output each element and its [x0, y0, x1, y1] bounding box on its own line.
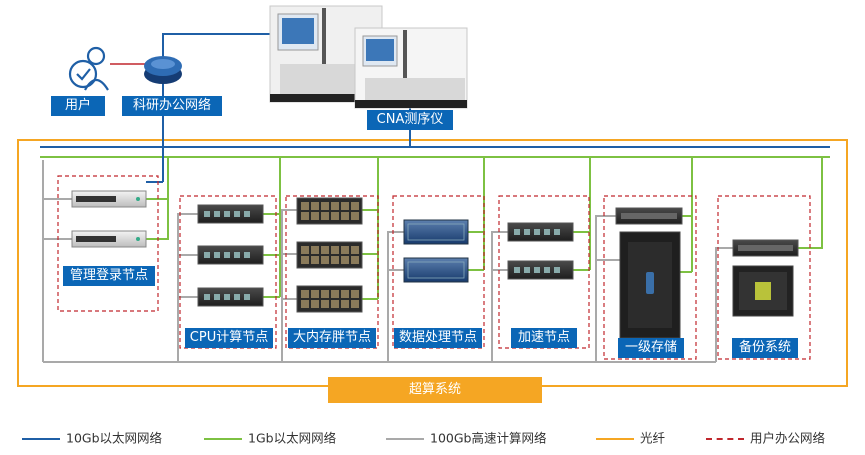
backup-devices [732, 239, 799, 317]
legend-100gb: 100Gb高速计算网络 [386, 429, 546, 447]
legend-office-swatch [706, 437, 744, 440]
legend-office: 用户办公网络 [706, 429, 825, 447]
legend-fiber: 光纤 [596, 429, 665, 447]
legend-10gb: 10Gb以太网网络 [22, 429, 162, 447]
legend-100gb-text: 100Gb高速计算网络 [430, 430, 547, 446]
cpu-node-label: CPU计算节点 [185, 328, 273, 348]
super-system-label: 超算系统 [328, 377, 542, 403]
office-network-label: 科研办公网络 [122, 96, 222, 116]
legend-10gb-text: 10Gb以太网网络 [66, 430, 163, 446]
network-hub-icon [144, 56, 182, 84]
dataproc-node-label: 数据处理节点 [394, 328, 482, 348]
user-label: 用户 [51, 96, 105, 116]
bigmem-node-label: 大内存胖节点 [288, 328, 376, 348]
login-server-1 [71, 190, 147, 208]
sequencer-icon [269, 5, 468, 109]
accel-servers [507, 222, 574, 280]
legend-1gb: 1Gb以太网网络 [204, 429, 336, 447]
office-link-10gb [162, 33, 270, 60]
legend-10gb-swatch [22, 437, 60, 440]
user-icon [68, 46, 109, 91]
cpu-servers [197, 204, 264, 307]
legend-fiber-swatch [596, 437, 634, 440]
legend-fiber-text: 光纤 [640, 430, 666, 446]
dataproc-servers [403, 219, 469, 283]
legend-1gb-swatch [204, 437, 242, 440]
backup-label: 备份系统 [732, 338, 798, 358]
office-groups [57, 175, 811, 360]
legend-1gb-text: 1Gb以太网网络 [248, 430, 337, 446]
legend-office-text: 用户办公网络 [750, 430, 826, 446]
legend-100gb-swatch [386, 437, 424, 440]
storage-label: 一级存储 [618, 338, 684, 358]
bigmem-servers [296, 197, 363, 313]
accel-node-label: 加速节点 [511, 328, 577, 348]
login-server-2 [71, 230, 147, 248]
net100gb-drops [43, 198, 733, 362]
login-node-label: 管理登录节点 [63, 266, 155, 286]
net1gb-drops [146, 157, 823, 300]
cna-sequencer-label: CNA测序仪 [367, 110, 453, 130]
storage-devices [615, 207, 683, 339]
